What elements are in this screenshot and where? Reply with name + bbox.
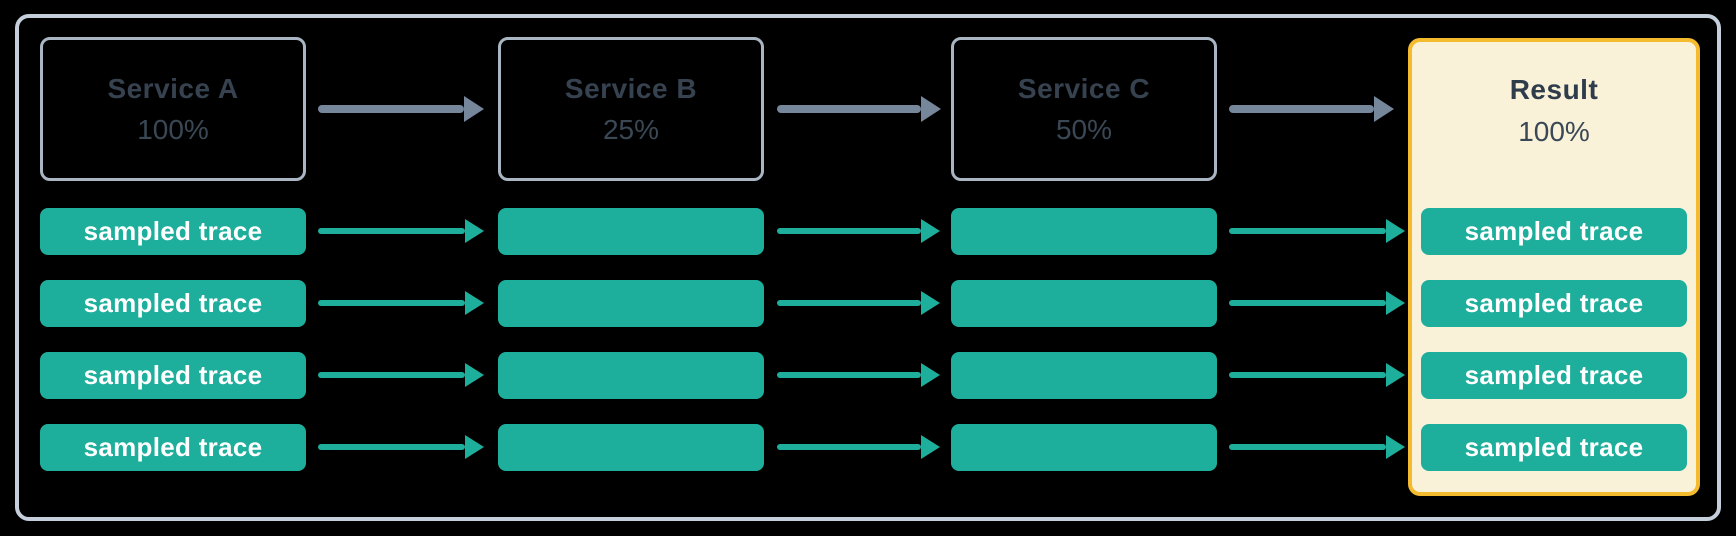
arrow-right-icon bbox=[318, 219, 484, 243]
arrow-shaft bbox=[777, 300, 921, 306]
arrow-right-icon bbox=[1229, 96, 1394, 122]
arrow-head bbox=[465, 291, 484, 315]
service-a-box: Service A 100% bbox=[40, 37, 306, 181]
arrow-head bbox=[921, 291, 940, 315]
trace-bar bbox=[498, 280, 764, 327]
arrow-shaft bbox=[777, 228, 921, 234]
arrow-head bbox=[465, 363, 484, 387]
arrow-shaft bbox=[318, 228, 465, 234]
arrow-head bbox=[921, 435, 940, 459]
arrow-head bbox=[1386, 291, 1405, 315]
arrow-right-icon bbox=[318, 435, 484, 459]
trace-bar bbox=[498, 424, 764, 471]
sampled-trace-pill: sampled trace bbox=[1421, 424, 1687, 471]
arrow-right-icon bbox=[1229, 435, 1405, 459]
arrow-shaft bbox=[318, 300, 465, 306]
trace-bar bbox=[498, 208, 764, 255]
arrow-shaft bbox=[318, 105, 464, 113]
trace-bar bbox=[951, 208, 1217, 255]
arrow-shaft bbox=[777, 372, 921, 378]
arrow-shaft bbox=[1229, 444, 1386, 450]
result-title: Result bbox=[1509, 74, 1599, 105]
arrow-shaft bbox=[318, 372, 465, 378]
arrow-shaft bbox=[1229, 105, 1374, 113]
service-c-box: Service C 50% bbox=[951, 37, 1217, 181]
arrow-shaft bbox=[1229, 300, 1386, 306]
arrow-right-icon bbox=[1229, 291, 1405, 315]
arrow-right-icon bbox=[318, 363, 484, 387]
arrow-shaft bbox=[1229, 372, 1386, 378]
arrow-right-icon bbox=[318, 291, 484, 315]
service-a-name: Service A bbox=[107, 72, 239, 104]
arrow-head bbox=[464, 96, 484, 122]
result-box: Result 100% bbox=[1408, 38, 1700, 496]
sampled-trace-pill: sampled trace bbox=[40, 208, 306, 255]
arrow-right-icon bbox=[777, 435, 940, 459]
arrow-head bbox=[465, 219, 484, 243]
arrow-shaft bbox=[318, 444, 465, 450]
arrow-head bbox=[921, 363, 940, 387]
arrow-head bbox=[1374, 96, 1394, 122]
service-a-rate: 100% bbox=[137, 113, 209, 145]
arrow-right-icon bbox=[1229, 363, 1405, 387]
service-b-box: Service B 25% bbox=[498, 37, 764, 181]
sampled-trace-pill: sampled trace bbox=[40, 352, 306, 399]
arrow-head bbox=[1386, 219, 1405, 243]
arrow-right-icon bbox=[318, 96, 484, 122]
arrow-head bbox=[1386, 363, 1405, 387]
arrow-shaft bbox=[777, 105, 921, 113]
trace-bar bbox=[498, 352, 764, 399]
result-header: Result 100% bbox=[1412, 42, 1696, 148]
arrow-right-icon bbox=[1229, 219, 1405, 243]
sampled-trace-pill: sampled trace bbox=[40, 280, 306, 327]
trace-bar bbox=[951, 280, 1217, 327]
sampled-trace-pill: sampled trace bbox=[1421, 280, 1687, 327]
arrow-right-icon bbox=[777, 96, 941, 122]
arrow-head bbox=[921, 96, 941, 122]
result-rate: 100% bbox=[1518, 116, 1590, 147]
service-b-name: Service B bbox=[564, 72, 698, 104]
diagram-frame bbox=[15, 14, 1721, 521]
trace-bar bbox=[951, 424, 1217, 471]
service-b-rate: 25% bbox=[602, 113, 660, 145]
sampled-trace-pill: sampled trace bbox=[40, 424, 306, 471]
service-c-name: Service C bbox=[1017, 72, 1151, 104]
arrow-right-icon bbox=[777, 219, 940, 243]
trace-bar bbox=[951, 352, 1217, 399]
arrow-head bbox=[1386, 435, 1405, 459]
sampled-trace-pill: sampled trace bbox=[1421, 208, 1687, 255]
arrow-right-icon bbox=[777, 363, 940, 387]
arrow-shaft bbox=[1229, 228, 1386, 234]
arrow-right-icon bbox=[777, 291, 940, 315]
arrow-head bbox=[921, 219, 940, 243]
arrow-shaft bbox=[777, 444, 921, 450]
arrow-head bbox=[465, 435, 484, 459]
sampled-trace-pill: sampled trace bbox=[1421, 352, 1687, 399]
service-c-rate: 50% bbox=[1055, 113, 1113, 145]
